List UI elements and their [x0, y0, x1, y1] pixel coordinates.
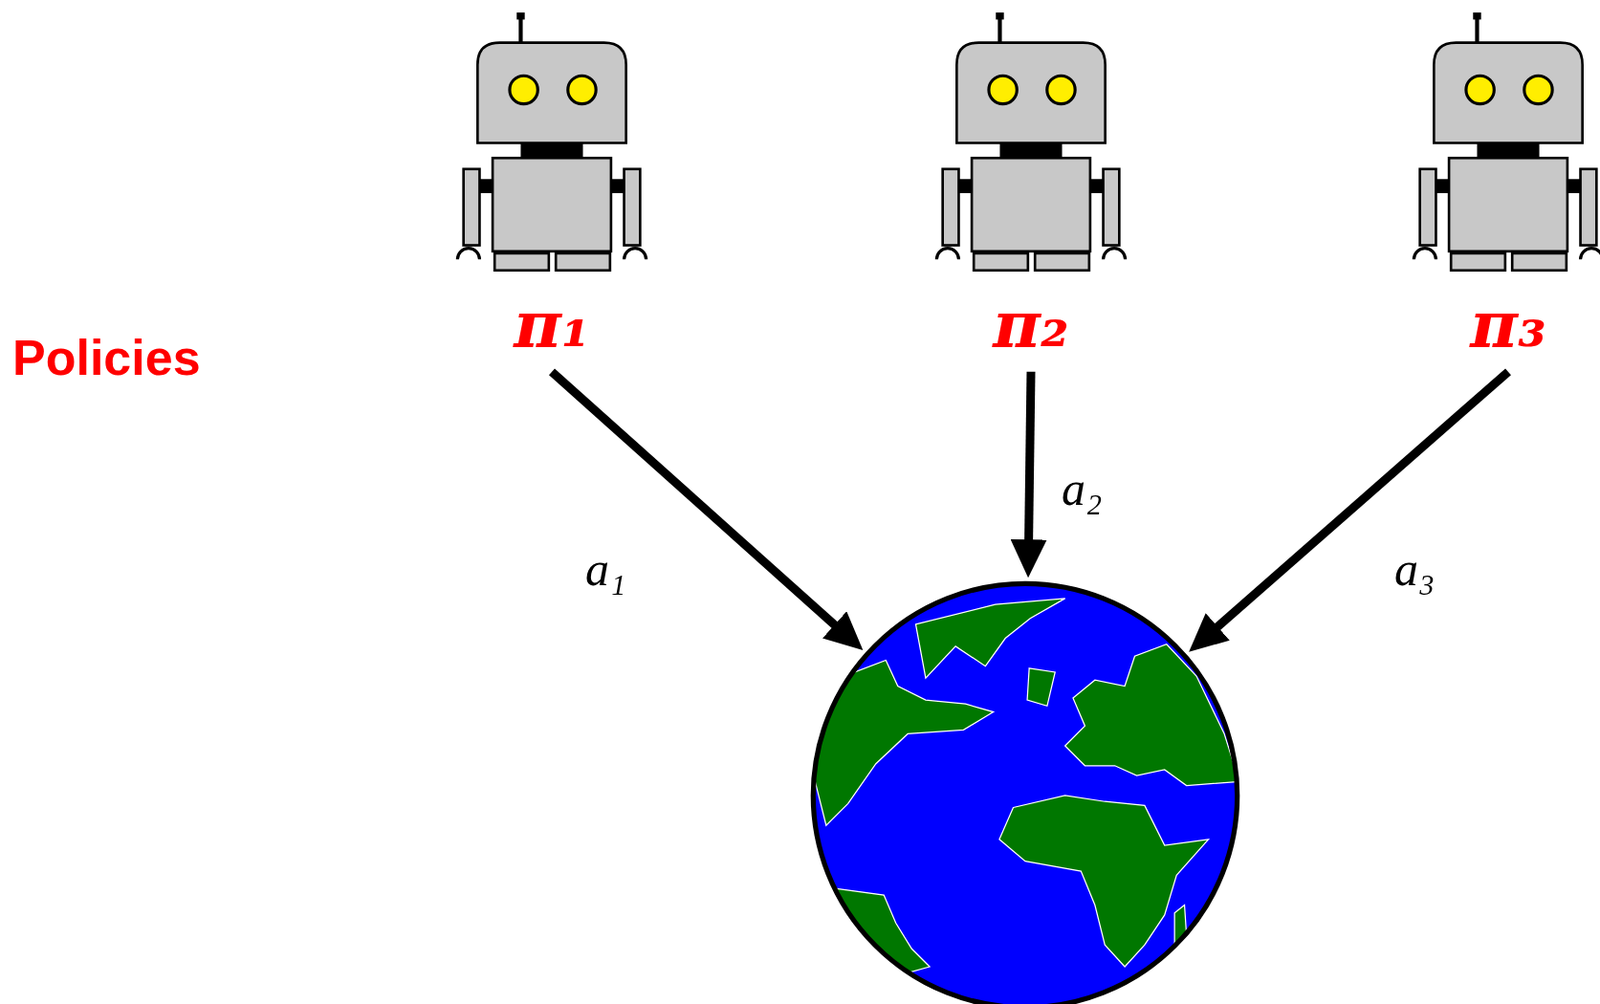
- robot-eye: [1047, 75, 1075, 104]
- robot-eye: [568, 75, 596, 104]
- continents: [810, 598, 1240, 978]
- continent: [1027, 668, 1055, 707]
- robot-foot: [973, 253, 1029, 271]
- robot-neck: [999, 143, 1062, 159]
- robot-claw: [1103, 248, 1126, 261]
- robot-foot: [1450, 253, 1506, 271]
- globe-illustration: [806, 576, 1245, 1004]
- robot-eye: [509, 75, 538, 104]
- robot-body: [971, 157, 1091, 252]
- policy-name: π₂: [992, 288, 1070, 361]
- globe-outline: [812, 583, 1237, 1004]
- robot-antenna: [997, 18, 1002, 43]
- robot-antenna-tip: [1472, 12, 1481, 20]
- robot-claw: [624, 248, 647, 261]
- action-label: a₂: [1061, 462, 1102, 516]
- robot-antenna: [518, 18, 523, 43]
- action-label: a₃: [1394, 543, 1435, 596]
- robot-antenna: [1474, 18, 1479, 43]
- robot-body: [1448, 157, 1568, 252]
- robot-illustration: [1407, 10, 1600, 276]
- robot-neck: [1476, 143, 1539, 159]
- robot-antenna-tip: [995, 12, 1004, 20]
- robot-illustration: [451, 10, 653, 276]
- continent: [916, 598, 1066, 679]
- action-label: a₁: [585, 543, 626, 596]
- policy-name: π₁: [513, 288, 591, 361]
- continent: [810, 659, 993, 826]
- robot-claw: [936, 248, 959, 261]
- robot-arm: [463, 169, 481, 246]
- robot-agent: π₁: [451, 10, 653, 373]
- robot-foot: [1512, 253, 1567, 271]
- robot-arm: [1580, 169, 1598, 246]
- continent: [1065, 644, 1240, 787]
- robot-head: [956, 43, 1105, 144]
- robot-body: [492, 157, 612, 252]
- robot-arm: [942, 169, 960, 246]
- robot-antenna-tip: [516, 12, 525, 20]
- robot-claw: [1580, 248, 1600, 261]
- robot-eye: [1466, 75, 1494, 104]
- robot-agent: π₃: [1407, 10, 1600, 373]
- policy-name: π₃: [1469, 288, 1547, 361]
- ocean: [812, 583, 1237, 1004]
- robot-arm: [1420, 169, 1437, 246]
- robot-claw: [457, 248, 480, 261]
- robot-foot: [1034, 253, 1090, 271]
- robot-neck: [520, 143, 583, 159]
- robot-head: [477, 43, 626, 144]
- robot-claw: [1413, 248, 1436, 261]
- robot-foot: [494, 253, 549, 271]
- robot-illustration: [930, 10, 1132, 276]
- robot-eye: [1524, 75, 1553, 104]
- globe-world: [806, 576, 1245, 1004]
- action-arrow: [1210, 372, 1509, 634]
- robot-agent: π₂: [930, 10, 1132, 373]
- side-label: Policies: [12, 329, 201, 388]
- robot-foot: [555, 253, 611, 271]
- robot-arm: [624, 169, 641, 246]
- robot-head: [1433, 43, 1582, 144]
- action-arrow: [1028, 372, 1031, 550]
- action-arrow: [551, 372, 842, 632]
- robot-eye: [988, 75, 1017, 104]
- robot-arm: [1103, 169, 1120, 246]
